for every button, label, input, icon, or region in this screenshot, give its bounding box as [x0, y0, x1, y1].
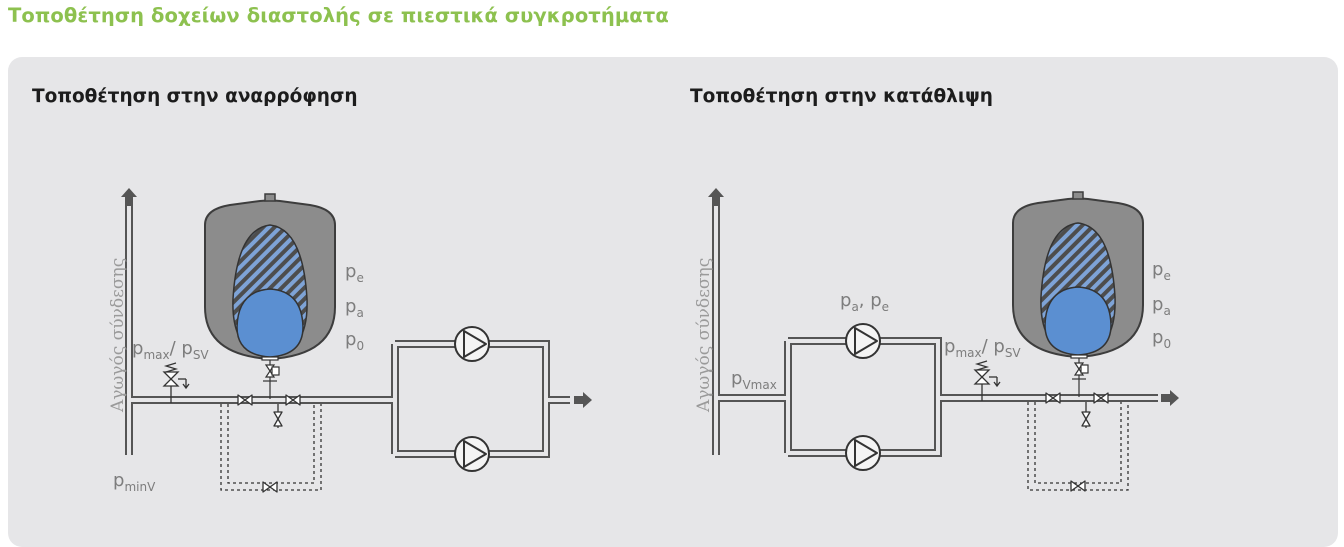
page-title: Τοποθέτηση δοχείων διαστολής σε πιεστικά…: [8, 4, 669, 27]
pump-top-icon: [454, 326, 490, 362]
flow-arrow-up-icon: [121, 188, 137, 206]
vessel-fitting-icon: [1070, 354, 1089, 398]
pvmax-label: pVmax: [731, 368, 777, 392]
right-section-title: Τοποθέτηση στην κατάθλιψη: [690, 86, 993, 107]
pa-pe-label: pa, pe: [840, 290, 889, 314]
pe-label: pe: [345, 261, 364, 285]
pump-bottom-icon: [845, 435, 881, 471]
pump-top-icon: [845, 323, 881, 359]
flow-arrow-up-icon: [708, 188, 724, 206]
flow-arrow-right-icon: [574, 392, 592, 408]
p0-label: p0: [1152, 327, 1171, 351]
expansion-vessel-icon: [1012, 191, 1144, 358]
pmax-psv-label: pmax/ pSV: [132, 338, 209, 362]
drain-valve-icon: [1081, 411, 1091, 427]
left-suction-diagram: Αγωγός σύνδεσης pe pa p0 pmax/ pSV pminV: [108, 188, 592, 494]
vessel-fitting-icon: [261, 356, 280, 400]
pe-label: pe: [1152, 259, 1171, 283]
expansion-vessel-icon: [204, 193, 336, 360]
connection-pipe-label: Αγωγός σύνδεσης: [694, 258, 714, 413]
left-section-title: Τοποθέτηση στην αναρρόφηση: [32, 86, 358, 107]
drain-valve-icon: [273, 411, 283, 427]
pmax-psv-label: pmax/ pSV: [944, 336, 1021, 360]
flow-arrow-right-icon: [1161, 390, 1179, 406]
right-discharge-diagram: Αγωγός σύνδεσης pe pa p0 pa, pe pmax/ pS…: [694, 188, 1179, 492]
left-bypass-line: [220, 404, 322, 491]
connection-pipe-label: Αγωγός σύνδεσης: [108, 258, 128, 413]
right-bypass-line: [1027, 402, 1129, 491]
p0-label: p0: [345, 329, 364, 353]
pa-label: pa: [345, 296, 364, 320]
pa-label: pa: [1152, 294, 1171, 318]
pminv-label: pminV: [113, 470, 156, 494]
pump-bottom-icon: [454, 436, 490, 472]
